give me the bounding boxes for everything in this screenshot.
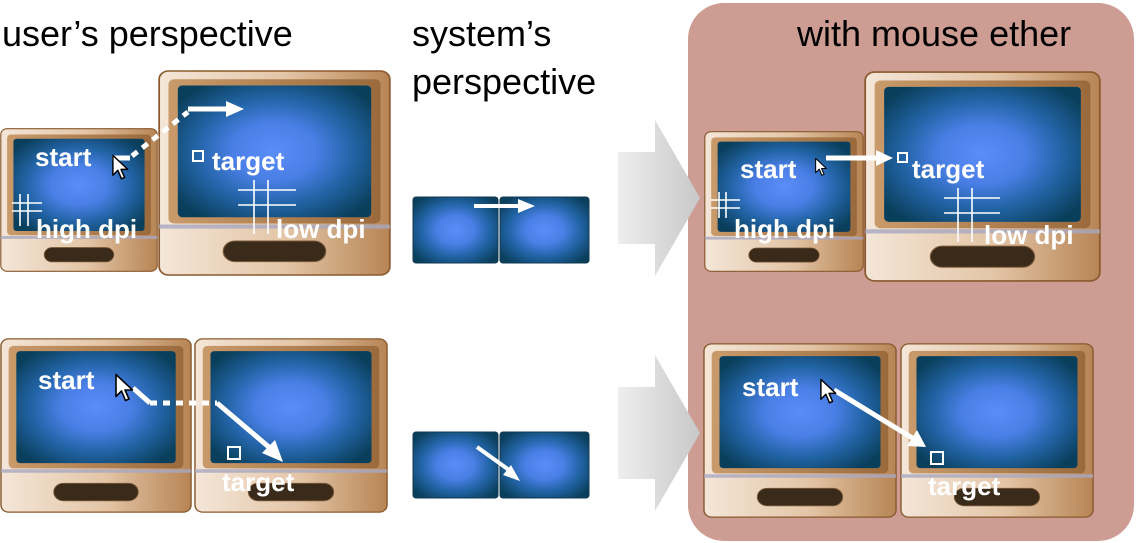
start-label: start xyxy=(742,372,799,402)
monitor-icon xyxy=(703,343,897,518)
target-label: target xyxy=(928,471,1001,501)
mouse-ether-header: with mouse ether xyxy=(796,13,1071,54)
low-dpi-label: low dpi xyxy=(276,214,366,244)
dpi-grid-icon xyxy=(238,180,296,234)
system-perspective-header-line1: system’s xyxy=(412,13,551,54)
process-arrow-icon xyxy=(618,120,700,276)
start-label: start xyxy=(740,154,797,184)
target-square-icon xyxy=(192,150,204,162)
target-square-icon xyxy=(227,446,241,460)
high-dpi-label: high dpi xyxy=(734,214,835,244)
user-perspective-header: user’s perspective xyxy=(2,13,293,54)
target-label: target xyxy=(222,467,295,497)
start-label: start xyxy=(38,365,95,395)
target-label: target xyxy=(912,154,985,184)
target-label: target xyxy=(212,146,285,176)
system-perspective-header-line2: perspective xyxy=(412,61,596,102)
monitor-icon xyxy=(704,131,864,272)
target-square-icon xyxy=(930,451,944,465)
start-label: start xyxy=(35,142,92,172)
target-square-icon xyxy=(897,152,908,163)
dpi-grid-icon xyxy=(711,192,740,218)
process-arrow-icon xyxy=(618,355,700,511)
dpi-grid-icon xyxy=(12,194,42,226)
dpi-grid-icon xyxy=(944,188,1000,242)
system-view-displays xyxy=(412,196,590,264)
monitor-icon xyxy=(0,338,192,513)
high-dpi-label: high dpi xyxy=(36,214,137,244)
low-dpi-label: low dpi xyxy=(984,220,1074,250)
